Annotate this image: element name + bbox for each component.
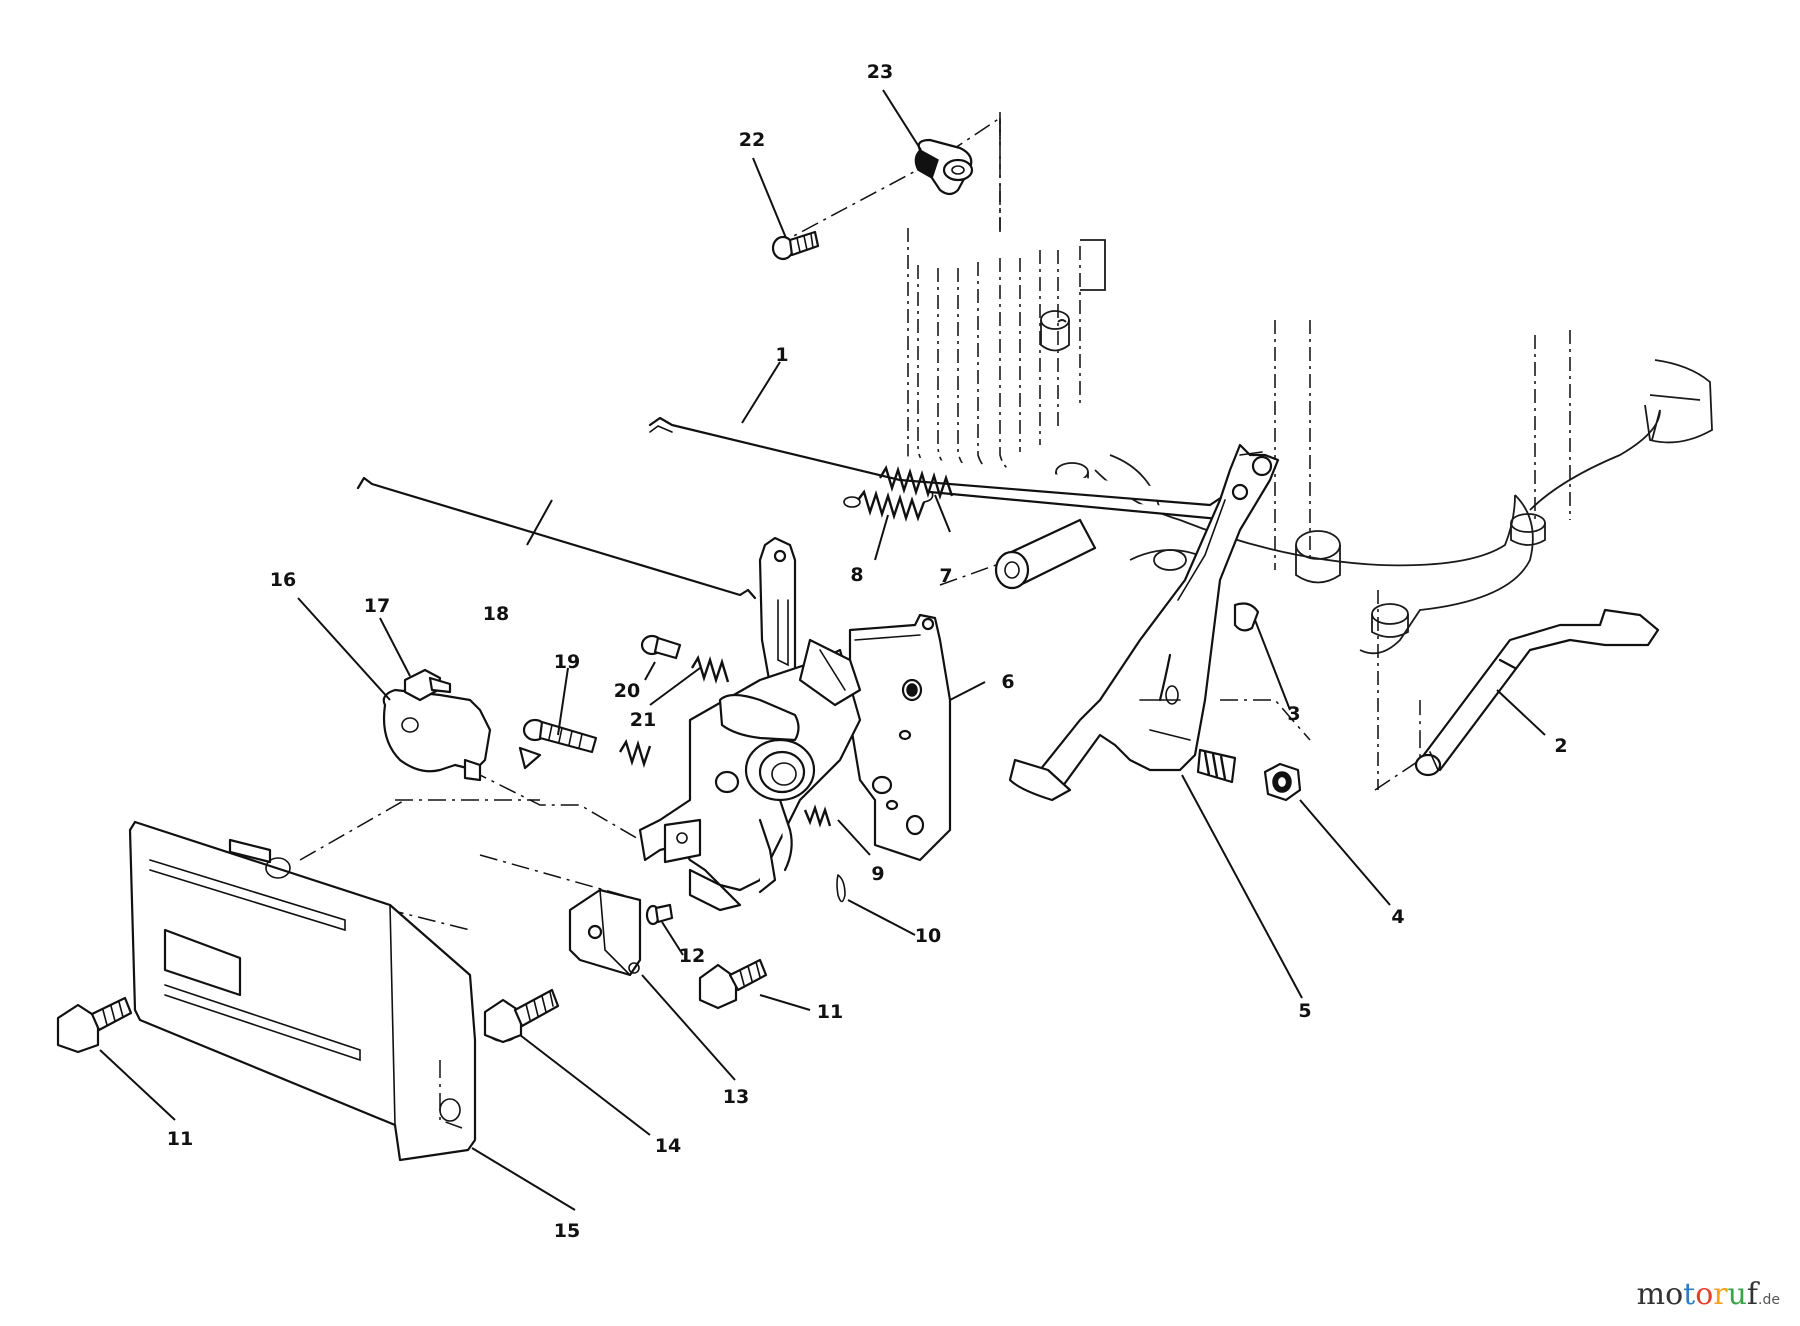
part-20-screw [640,634,682,660]
part-11-bolt-left [56,996,133,1054]
part-6-mounting-bracket [848,613,952,862]
part-3-bushing [994,518,1260,632]
control-plate-assembly [638,536,862,912]
assembly-alignment-lines [289,116,1421,931]
callout-16: 16 [270,569,296,591]
part-18-choke-rod [356,476,757,600]
callout-6: 6 [1001,671,1014,693]
callout-9: 9 [871,863,884,885]
part-4-nut [1263,762,1302,802]
part-19-screw [522,718,652,768]
callout-2: 2 [1554,735,1567,757]
callout-13: 13 [723,1086,749,1108]
part-16-choke-plate [382,688,542,782]
part-8-spring [843,489,934,522]
part-21-spring [690,655,730,684]
callout-1: 1 [775,344,788,366]
part-11-bolt-right [698,958,768,1010]
callout-11-right: 11 [817,1001,843,1023]
callout-19: 19 [554,651,580,673]
callout-labels: 23 22 1 2 3 4 5 6 7 8 9 10 11 11 12 13 1… [167,61,1568,1242]
callout-22: 22 [739,129,765,151]
callout-18: 18 [483,603,509,625]
part-12-screw [645,903,674,926]
callout-21: 21 [630,709,656,731]
part-15-cover-plate [128,820,477,1162]
callout-leader-lines [99,89,1546,1211]
part-2-crank-lever [1414,608,1660,777]
callout-23: 23 [867,61,893,83]
part-1-governor-rod [648,416,1227,507]
part-13-bracket [568,888,642,977]
watermark-logo: motoruf.de [1637,1277,1780,1312]
callout-14: 14 [655,1135,681,1157]
callout-11-left: 11 [167,1128,193,1150]
callout-5: 5 [1298,1000,1311,1022]
callout-7: 7 [939,565,952,587]
callout-12: 12 [679,945,705,967]
watermark-text: motoruf.de [1636,1277,1780,1312]
part-22-screw [771,230,820,261]
callout-8: 8 [850,564,863,586]
part-23-clip [914,138,974,196]
callout-17: 17 [364,595,390,617]
callout-3: 3 [1287,703,1300,725]
callout-20: 20 [614,680,640,702]
callout-4: 4 [1391,906,1404,928]
callout-15: 15 [554,1220,580,1242]
part-17-clip [403,668,452,702]
part-5-governor-lever [1008,443,1280,802]
engine-block-outline [907,112,1713,790]
part-14-bolt [483,988,560,1044]
callout-10: 10 [915,925,941,947]
